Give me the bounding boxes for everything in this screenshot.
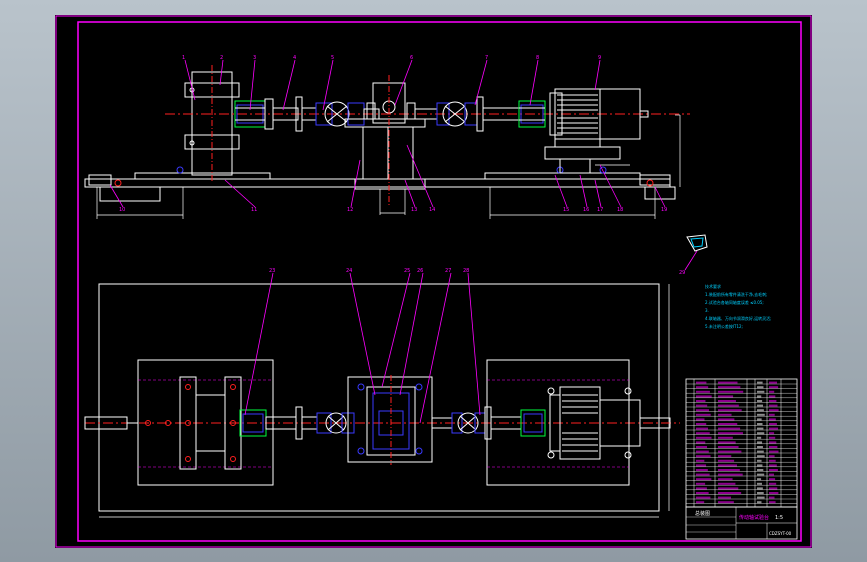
- part-balloon: 1: [182, 55, 185, 61]
- plan-view: [84, 272, 680, 518]
- part-balloon: 12: [347, 207, 353, 213]
- title-block-label: 总装图: [695, 510, 710, 517]
- part-balloon: 14: [429, 207, 435, 213]
- inner-border: [77, 21, 802, 542]
- title-block-scale: 1:5: [775, 515, 783, 521]
- part-balloon: 7: [485, 55, 488, 61]
- right-stand-plan: [486, 359, 630, 486]
- part-balloon: 8: [536, 55, 539, 61]
- part-balloon: 25: [404, 268, 410, 274]
- left-base-plate: [134, 172, 271, 180]
- title-block-name: 传动轴试验台: [739, 514, 769, 521]
- part-balloon: 24: [346, 268, 352, 274]
- title-block: 传动轴试验台 总装图 1:5 CDZSYT-00: [685, 506, 798, 540]
- tech-requirements: 技术要求 1.装配前所有零件清洗干净,去毛刺; 2.试验台各轴同轴度误差 ≤0.…: [705, 283, 771, 329]
- torque-sensor-stand: [344, 75, 426, 205]
- part-balloon: 18: [617, 207, 623, 213]
- lower-leaders: [109, 144, 666, 208]
- tech-line-2: 2.试验台各轴同轴度误差 ≤0.05;: [705, 299, 764, 305]
- part-balloon: 20: [55, 15, 61, 17]
- side-view-detail: [684, 234, 708, 271]
- part-balloon: 27: [445, 268, 451, 274]
- elevation-view: [84, 59, 690, 219]
- elevation-dimensions: [96, 114, 681, 219]
- right-base-plate: [484, 172, 641, 180]
- left-coupling: [234, 98, 274, 130]
- right-coupling: [518, 100, 546, 128]
- part-balloon: 19: [661, 207, 667, 213]
- part-balloon: 3: [253, 55, 256, 61]
- plan-base-outline: [98, 283, 660, 512]
- parts-list: [685, 378, 798, 508]
- part-balloon: 15: [563, 207, 569, 213]
- part-balloon: 4: [293, 55, 296, 61]
- side-view-balloon: 29: [679, 270, 685, 276]
- part-balloon: 10: [119, 207, 125, 213]
- part-balloon: 16: [583, 207, 589, 213]
- part-balloon: 23: [269, 268, 275, 274]
- plan-leaders: [244, 272, 481, 424]
- tech-line-4: 4.联轴器、万向节润滑良好,运转灵活;: [705, 315, 771, 321]
- part-balloon: 11: [251, 207, 257, 213]
- upper-leaders: [184, 59, 601, 111]
- part-balloon: 6: [410, 55, 413, 61]
- part-balloon: 28: [463, 268, 469, 274]
- tech-line-5: 5.未注明公差按IT12;: [705, 323, 743, 329]
- drawing-sheet: 技术要求 1.装配前所有零件清洗干净,去毛刺; 2.试验台各轴同轴度误差 ≤0.…: [55, 15, 812, 548]
- title-block-drawing-no: CDZSYT-00: [769, 531, 792, 536]
- part-balloon: 2: [220, 55, 223, 61]
- cad-drawing: 技术要求 1.装配前所有零件清洗干净,去毛刺; 2.试验台各轴同轴度误差 ≤0.…: [55, 15, 812, 548]
- part-balloon: 22: [55, 15, 61, 17]
- part-balloon: 5: [331, 55, 334, 61]
- tech-line-1: 1.装配前所有零件清洗干净,去毛刺;: [705, 291, 767, 297]
- tech-title: 技术要求: [705, 283, 721, 289]
- part-balloon: 17: [597, 207, 603, 213]
- part-balloon: 9: [598, 55, 601, 61]
- part-balloon: 13: [411, 207, 417, 213]
- outer-border: [55, 15, 812, 548]
- electric-motor: [544, 88, 649, 174]
- tech-line-3: 3.: [705, 308, 709, 313]
- part-balloon: 26: [417, 268, 423, 274]
- part-balloon: 21: [55, 15, 61, 17]
